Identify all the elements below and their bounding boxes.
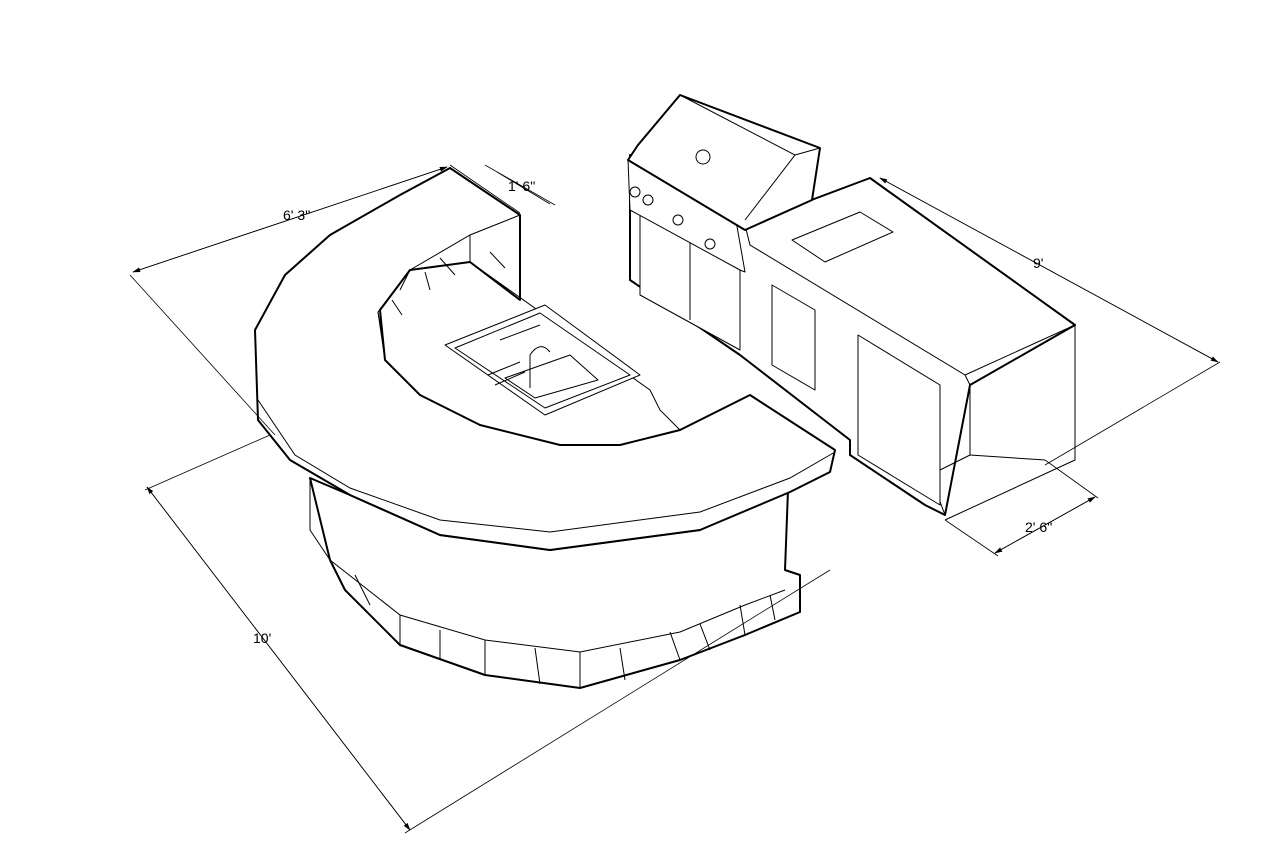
- dimension-lines: [129, 164, 1221, 834]
- straight-counter: [629, 154, 1076, 521]
- dim-label-counter-length: 9': [1033, 255, 1043, 271]
- dim-label-bar-depth: 6' 3'': [283, 207, 310, 223]
- dim-label-bar-width: 1' 6'': [508, 178, 535, 194]
- bar-countertop: [254, 167, 836, 551]
- grill: [627, 94, 821, 273]
- sink: [444, 304, 641, 416]
- dim-label-counter-depth: 2' 6'': [1025, 519, 1052, 535]
- dim-label-overall-length: 10': [253, 630, 271, 646]
